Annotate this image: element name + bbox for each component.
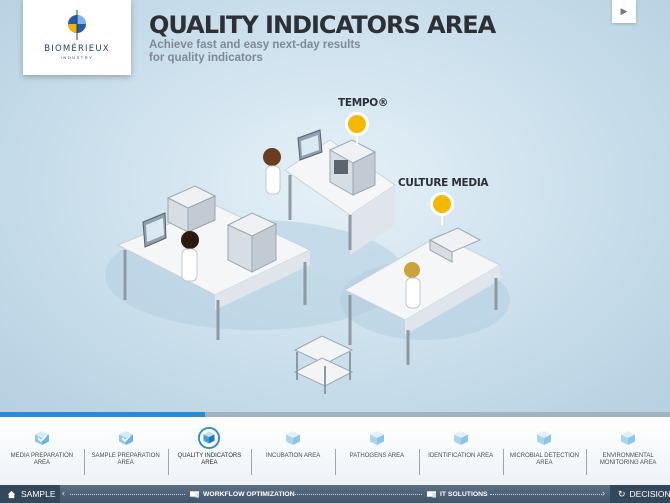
page-title: QUALITY INDICATORS AREA — [149, 11, 496, 39]
chevron-right-icon: › — [602, 488, 605, 498]
next-decision-label: DECISION — [629, 489, 670, 499]
cube-icon — [450, 427, 472, 449]
cube-icon — [533, 427, 555, 449]
home-icon — [7, 490, 16, 498]
play-icon: ▶ — [620, 6, 628, 16]
workflow-step-label: ENVIRONMENTAL MONITORING AREA — [599, 453, 657, 466]
nav-dots-right — [490, 494, 602, 495]
workflow-step-2[interactable]: SAMPLE PREPARATION AREA — [83, 417, 168, 485]
workflow-step-3[interactable]: QUALITY INDICATORS AREA — [167, 417, 252, 485]
workflow-step-1[interactable]: MEDIA PREPARATION AREA — [0, 417, 84, 485]
brand-sub: INDUSTRY — [60, 55, 94, 60]
hotspot-culture-media-pin-icon[interactable] — [429, 191, 455, 225]
workflow-icon — [190, 491, 199, 498]
workflow-step-label: PATHOGENS AREA — [349, 453, 405, 459]
it-solutions-icon — [427, 491, 436, 498]
hotspot-label-culture-media[interactable]: CULTURE MEDIA — [398, 177, 489, 189]
workflow-step-7[interactable]: MICROBIAL DETECTION AREA — [502, 417, 587, 485]
workflow-step-label: INCUBATION AREA — [266, 453, 321, 459]
cube-icon — [282, 427, 304, 449]
nav-dots-middle — [292, 494, 422, 495]
workflow-progress-track — [0, 412, 670, 417]
workflow-steps: MEDIA PREPARATION AREA SAMPLE PREPARATION… — [0, 417, 670, 485]
workflow-optimization-link[interactable]: WORKFLOW OPTIMIZATION — [190, 485, 295, 503]
brand-name: BIOMÉRIEUX — [44, 44, 110, 54]
workflow-step-label: QUALITY INDICATORS AREA — [177, 453, 242, 466]
subtitle-line-1: Achieve fast and easy next-day results — [149, 39, 361, 51]
lab-scene: BIOMÉRIEUX INDUSTRY QUALITY INDICATORS A… — [0, 0, 670, 412]
lab-illustration — [105, 129, 510, 394]
prev-sample-button[interactable]: SAMPLE — [0, 485, 60, 503]
cube-icon — [617, 427, 639, 449]
bottom-navigation-bar: SAMPLE ‹ WORKFLOW OPTIMIZATION IT SOLUTI… — [0, 485, 670, 503]
workflow-step-label: MICROBIAL DETECTION AREA — [509, 453, 579, 466]
nav-dots-left — [70, 494, 185, 495]
chevron-left-icon: ‹ — [62, 488, 65, 498]
hotspot-tempo-pin-icon[interactable] — [344, 111, 370, 145]
cube-icon — [198, 427, 221, 449]
prev-sample-label: SAMPLE — [21, 489, 56, 499]
workflow-step-label: MEDIA PREPARATION AREA — [10, 453, 74, 466]
workflow-step-4[interactable]: INCUBATION AREA — [251, 417, 335, 485]
reload-icon: ↻ — [618, 488, 626, 499]
page-subtitle: Achieve fast and easy next-day results f… — [149, 39, 361, 65]
it-solutions-label: IT SOLUTIONS — [440, 490, 488, 498]
workflow-step-5[interactable]: PATHOGENS AREA — [335, 417, 419, 485]
subtitle-line-2: for quality indicators — [149, 52, 263, 64]
cube-icon — [115, 427, 137, 449]
cube-icon — [31, 427, 53, 449]
hotspot-label-tempo[interactable]: TEMPO® — [338, 97, 389, 109]
biomerieux-logo-icon — [68, 10, 86, 40]
it-solutions-link[interactable]: IT SOLUTIONS — [427, 485, 488, 503]
brand-logo-card: BIOMÉRIEUX INDUSTRY — [23, 0, 131, 75]
workflow-progress-fill — [0, 412, 206, 417]
play-button[interactable]: ▶ — [612, 0, 636, 23]
next-decision-button[interactable]: ↻ DECISION — [610, 485, 670, 503]
workflow-step-8[interactable]: ENVIRONMENTAL MONITORING AREA — [586, 417, 670, 485]
workflow-step-label: SAMPLE PREPARATION AREA — [91, 453, 160, 466]
cube-icon — [366, 427, 388, 449]
workflow-step-label: IDENTIFICATION AREA — [428, 453, 494, 459]
workflow-step-6[interactable]: IDENTIFICATION AREA — [418, 417, 503, 485]
workflow-optimization-label: WORKFLOW OPTIMIZATION — [203, 490, 295, 498]
